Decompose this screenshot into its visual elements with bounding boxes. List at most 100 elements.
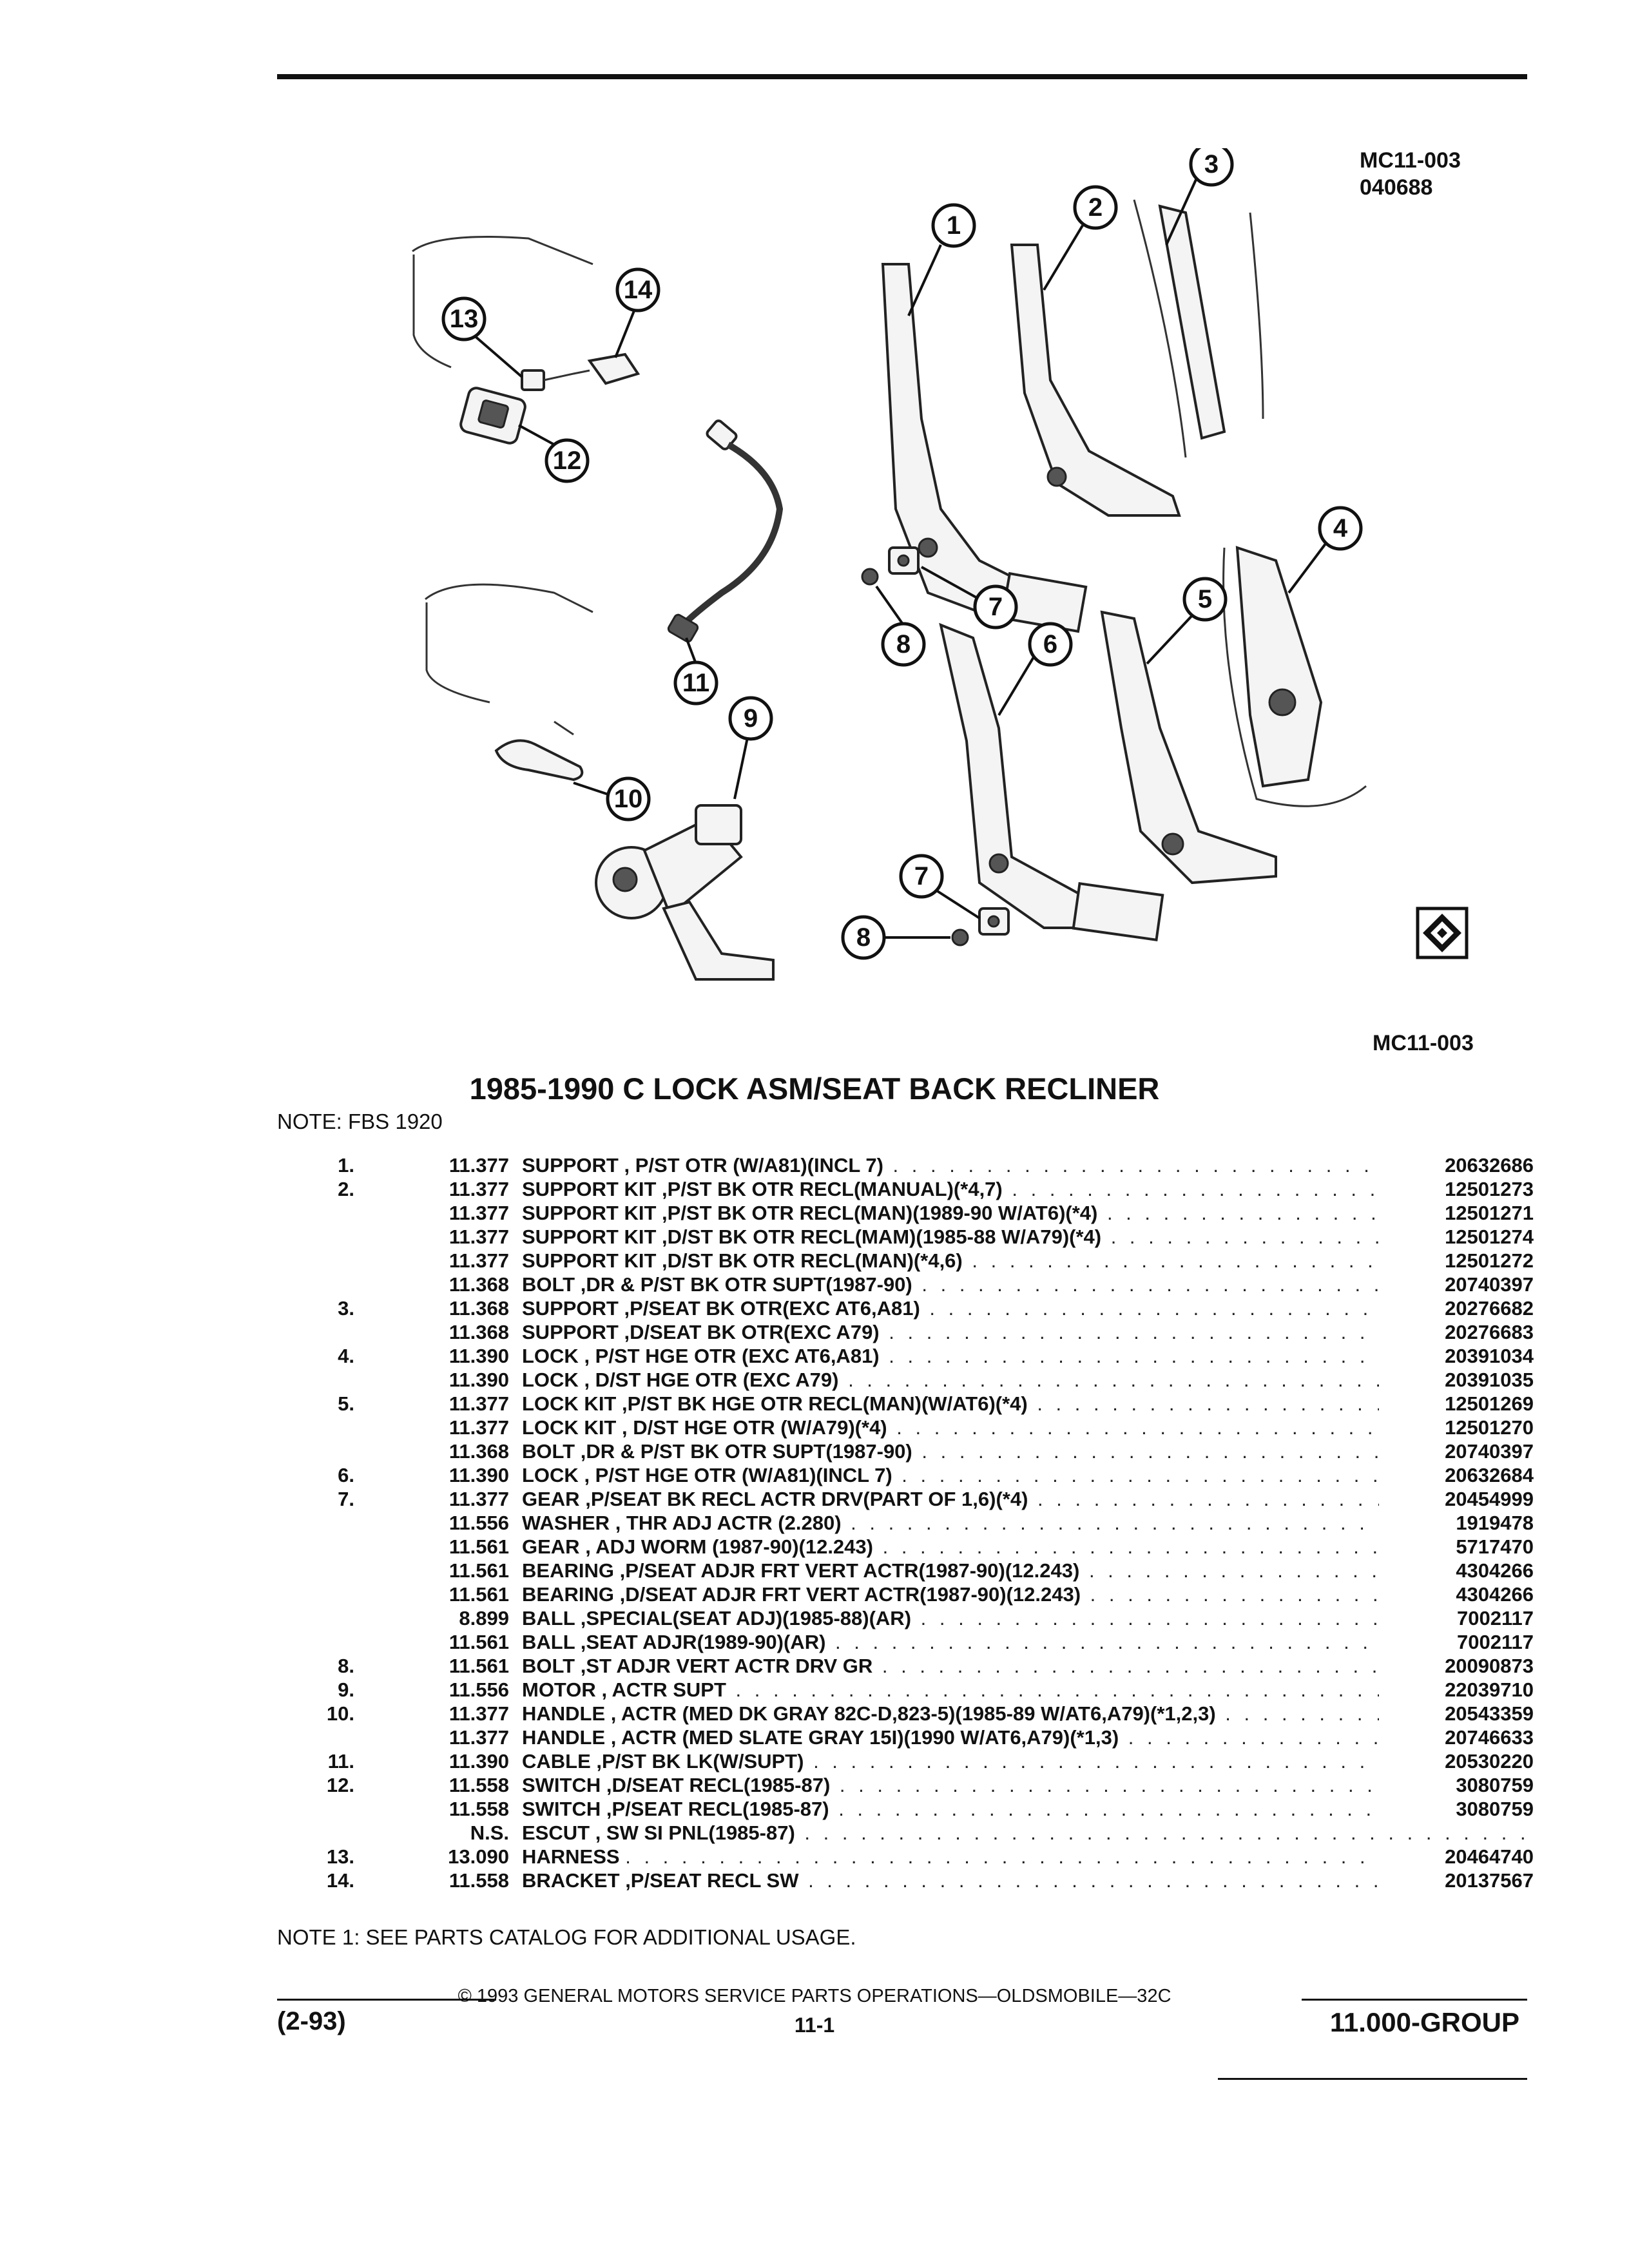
svg-text:8: 8 <box>856 923 871 952</box>
parts-part-number: 12501274 <box>1379 1225 1534 1249</box>
svg-text:12: 12 <box>553 447 582 475</box>
parts-detail: ,P/ST BK HGE OTR RECL(MAN)(W/AT6)(*4) <box>622 1392 1028 1415</box>
seat-outline-upper-side <box>412 255 452 369</box>
parts-part-number: 5717470 <box>1379 1535 1534 1559</box>
leader-12 <box>518 424 555 446</box>
parts-detail: , ADJ WORM (1987-90)(12.243) <box>585 1535 873 1558</box>
actuator-motor <box>595 804 775 981</box>
seat-recliner-switch <box>459 387 526 445</box>
parts-group-number: 11.377 <box>448 1416 509 1439</box>
parts-item-number: 13. <box>326 1845 354 1868</box>
hinge-lock <box>1222 546 1367 807</box>
parts-group-number: 11.390 <box>448 1464 509 1486</box>
callout-2: 2 <box>1073 185 1118 230</box>
parts-group-number: 13.090 <box>448 1845 509 1868</box>
parts-group-number: 11.377 <box>448 1154 509 1177</box>
parts-group-number: 11.368 <box>448 1273 509 1296</box>
parts-group-number: 11.556 <box>448 1512 509 1534</box>
passenger-hinge-lock <box>939 622 1164 941</box>
callout-4: 4 <box>1318 506 1363 551</box>
callout-6: 6 <box>1028 622 1073 667</box>
parts-leader-dots: . . . . . . . . . . . . . . . . . . . . … <box>625 1845 1527 1868</box>
parts-description: SWITCH ,P/SEAT RECL(1985-87) . . . . . .… <box>522 1797 1527 1821</box>
corporate-diamond-logo-icon <box>1416 907 1469 959</box>
parts-item-number: 6. <box>338 1464 354 1486</box>
parts-item-number: 10. <box>326 1702 354 1725</box>
seat-outline-upper <box>412 236 593 265</box>
parts-description: SUPPORT KIT ,D/ST BK OTR RECL(MAM)(1985-… <box>522 1225 1527 1249</box>
parts-item-number: 12. <box>326 1774 354 1796</box>
parts-group-number: 11.377 <box>448 1488 509 1510</box>
parts-name: MOTOR <box>522 1678 596 1701</box>
parts-item-number: 1. <box>338 1154 354 1177</box>
callout-3: 3 <box>1189 148 1234 187</box>
parts-detail: , P/ST HGE OTR (W/A81)(INCL 7) <box>584 1464 892 1486</box>
svg-text:14: 14 <box>624 276 653 304</box>
svg-text:5: 5 <box>1198 585 1212 613</box>
parts-description: BOLT ,DR & P/ST BK OTR SUPT(1987-90) . .… <box>522 1439 1527 1463</box>
parts-name: ESCUT <box>522 1821 590 1844</box>
parts-item-number: 2. <box>338 1178 354 1200</box>
svg-text:10: 10 <box>614 785 643 813</box>
parts-detail: ,DR & P/ST BK OTR SUPT(1987-90) <box>580 1273 912 1296</box>
parts-part-number: 4304266 <box>1379 1559 1534 1582</box>
parts-description: CABLE ,P/ST BK LK(W/SUPT) . . . . . . . … <box>522 1749 1527 1773</box>
callout-5: 5 <box>1182 577 1228 622</box>
parts-part-number: 20740397 <box>1379 1439 1534 1463</box>
support-kit <box>1010 244 1181 517</box>
parts-name: HARNESS <box>522 1845 620 1868</box>
parts-item-number: 11. <box>327 1750 354 1773</box>
parts-group-number: 11.368 <box>448 1297 509 1320</box>
parts-name: HANDLE <box>522 1726 606 1749</box>
parts-item-number: 8. <box>338 1655 354 1677</box>
parts-detail: , ACTR SUPT <box>601 1678 726 1701</box>
parts-name: SUPPORT KIT <box>522 1178 657 1200</box>
svg-text:6: 6 <box>1043 630 1057 658</box>
parts-name: SWITCH <box>522 1798 601 1820</box>
parts-group-number: 11.561 <box>448 1655 509 1677</box>
parts-detail: , P/ST HGE OTR (EXC AT6,A81) <box>584 1345 880 1367</box>
drawing-reference: MC11-003 <box>1373 1031 1474 1055</box>
callout-1: 1 <box>931 203 976 248</box>
parts-name: GEAR <box>522 1535 580 1558</box>
parts-part-number: 20137567 <box>1379 1869 1534 1892</box>
callout-7b: 7 <box>899 854 944 899</box>
parts-description: SUPPORT KIT ,D/ST BK OTR RECL(MAN)(*4,6)… <box>522 1249 1527 1273</box>
hinge-lock-kit <box>1100 610 1277 885</box>
parts-description: LOCK KIT ,P/ST BK HGE OTR RECL(MAN)(W/AT… <box>522 1392 1527 1416</box>
parts-name: BEARING <box>522 1559 614 1582</box>
leader-1 <box>907 244 942 316</box>
parts-name: LOCK <box>522 1464 579 1486</box>
parts-row: N.S.ESCUT , SW SI PNL(1985-87) . . . . .… <box>277 1821 1534 1845</box>
parts-row: 13. 13.090 HARNESS . . . . . . . . . . . .… <box>277 1845 1534 1869</box>
parts-name: SUPPORT KIT <box>522 1225 657 1248</box>
leader-4 <box>1287 540 1329 594</box>
callout-7a: 7 <box>973 584 1018 629</box>
parts-item-number: 4. <box>338 1345 354 1367</box>
svg-text:7: 7 <box>988 593 1003 621</box>
parts-name: BALL <box>522 1631 575 1653</box>
svg-text:4: 4 <box>1333 514 1348 543</box>
parts-description: LOCK , P/ST HGE OTR (W/A81)(INCL 7) . . … <box>522 1463 1527 1487</box>
parts-description: LOCK , D/ST HGE OTR (EXC A79) . . . . . … <box>522 1368 1527 1392</box>
parts-group-number: 11.368 <box>448 1321 509 1343</box>
callout-10: 10 <box>606 776 651 822</box>
parts-detail: , D/ST HGE OTR (W/A79)(*4) <box>622 1416 887 1439</box>
parts-name: SUPPORT KIT <box>522 1202 657 1224</box>
parts-description: GEAR , ADJ WORM (1987-90)(12.243) . . . … <box>522 1535 1527 1559</box>
parts-part-number: 20454999 <box>1379 1487 1534 1511</box>
parts-description: MOTOR , ACTR SUPT . . . . . . . . . . . … <box>522 1678 1527 1702</box>
leader-10 <box>573 782 613 797</box>
footer-date: (2-93) <box>277 2007 346 2035</box>
parts-group-number: 11.377 <box>448 1178 509 1200</box>
parts-item-number: 14. <box>326 1869 354 1892</box>
